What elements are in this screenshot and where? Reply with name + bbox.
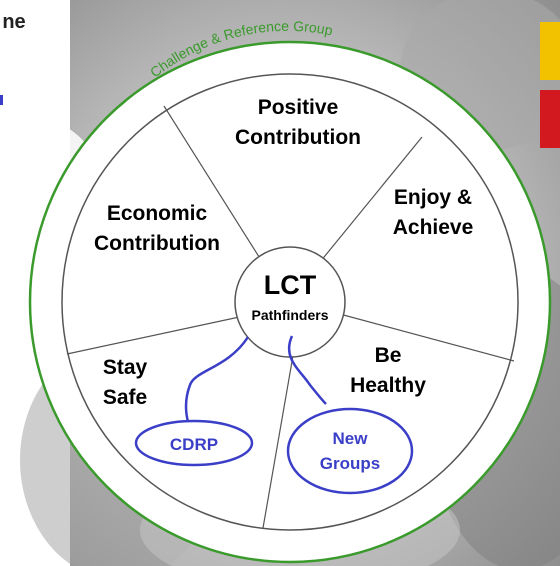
cdrp-connector: [184, 336, 250, 423]
svg-text:Contribution: Contribution: [235, 126, 361, 149]
segment-economic-contribution: Economic Contribution: [94, 202, 220, 255]
svg-text:Safe: Safe: [103, 386, 147, 409]
svg-text:Contribution: Contribution: [94, 232, 220, 255]
svg-text:Enjoy &: Enjoy &: [394, 186, 472, 209]
accent-red-bar: [540, 90, 560, 148]
segment-stay-safe: Stay Safe: [103, 356, 148, 409]
svg-text:Achieve: Achieve: [393, 216, 474, 239]
svg-text:Stay: Stay: [103, 356, 148, 379]
svg-text:New: New: [333, 429, 369, 448]
left-fragment-ne: ne: [2, 11, 25, 33]
svg-text:Economic: Economic: [107, 202, 208, 225]
left-fragment-mark: [0, 95, 3, 105]
svg-text:Positive: Positive: [258, 96, 339, 119]
segment-enjoy-achieve: Enjoy & Achieve: [393, 186, 474, 239]
svg-text:Be: Be: [375, 344, 402, 367]
center-subtitle: Pathfinders: [251, 307, 328, 323]
svg-text:Healthy: Healthy: [350, 374, 426, 397]
segment-be-healthy: Be Healthy: [350, 344, 426, 397]
center-title: LCT: [264, 270, 317, 300]
segment-positive-contribution: Positive Contribution: [235, 96, 361, 149]
wheel-spokes: [66, 105, 515, 529]
accent-yellow-bar: [540, 22, 560, 80]
subgroup-new-groups: New Groups: [286, 407, 414, 495]
subgroup-cdrp: CDRP: [134, 419, 254, 467]
svg-text:Groups: Groups: [320, 454, 380, 473]
new-groups-connector: [287, 335, 327, 405]
svg-text:CDRP: CDRP: [170, 435, 218, 454]
